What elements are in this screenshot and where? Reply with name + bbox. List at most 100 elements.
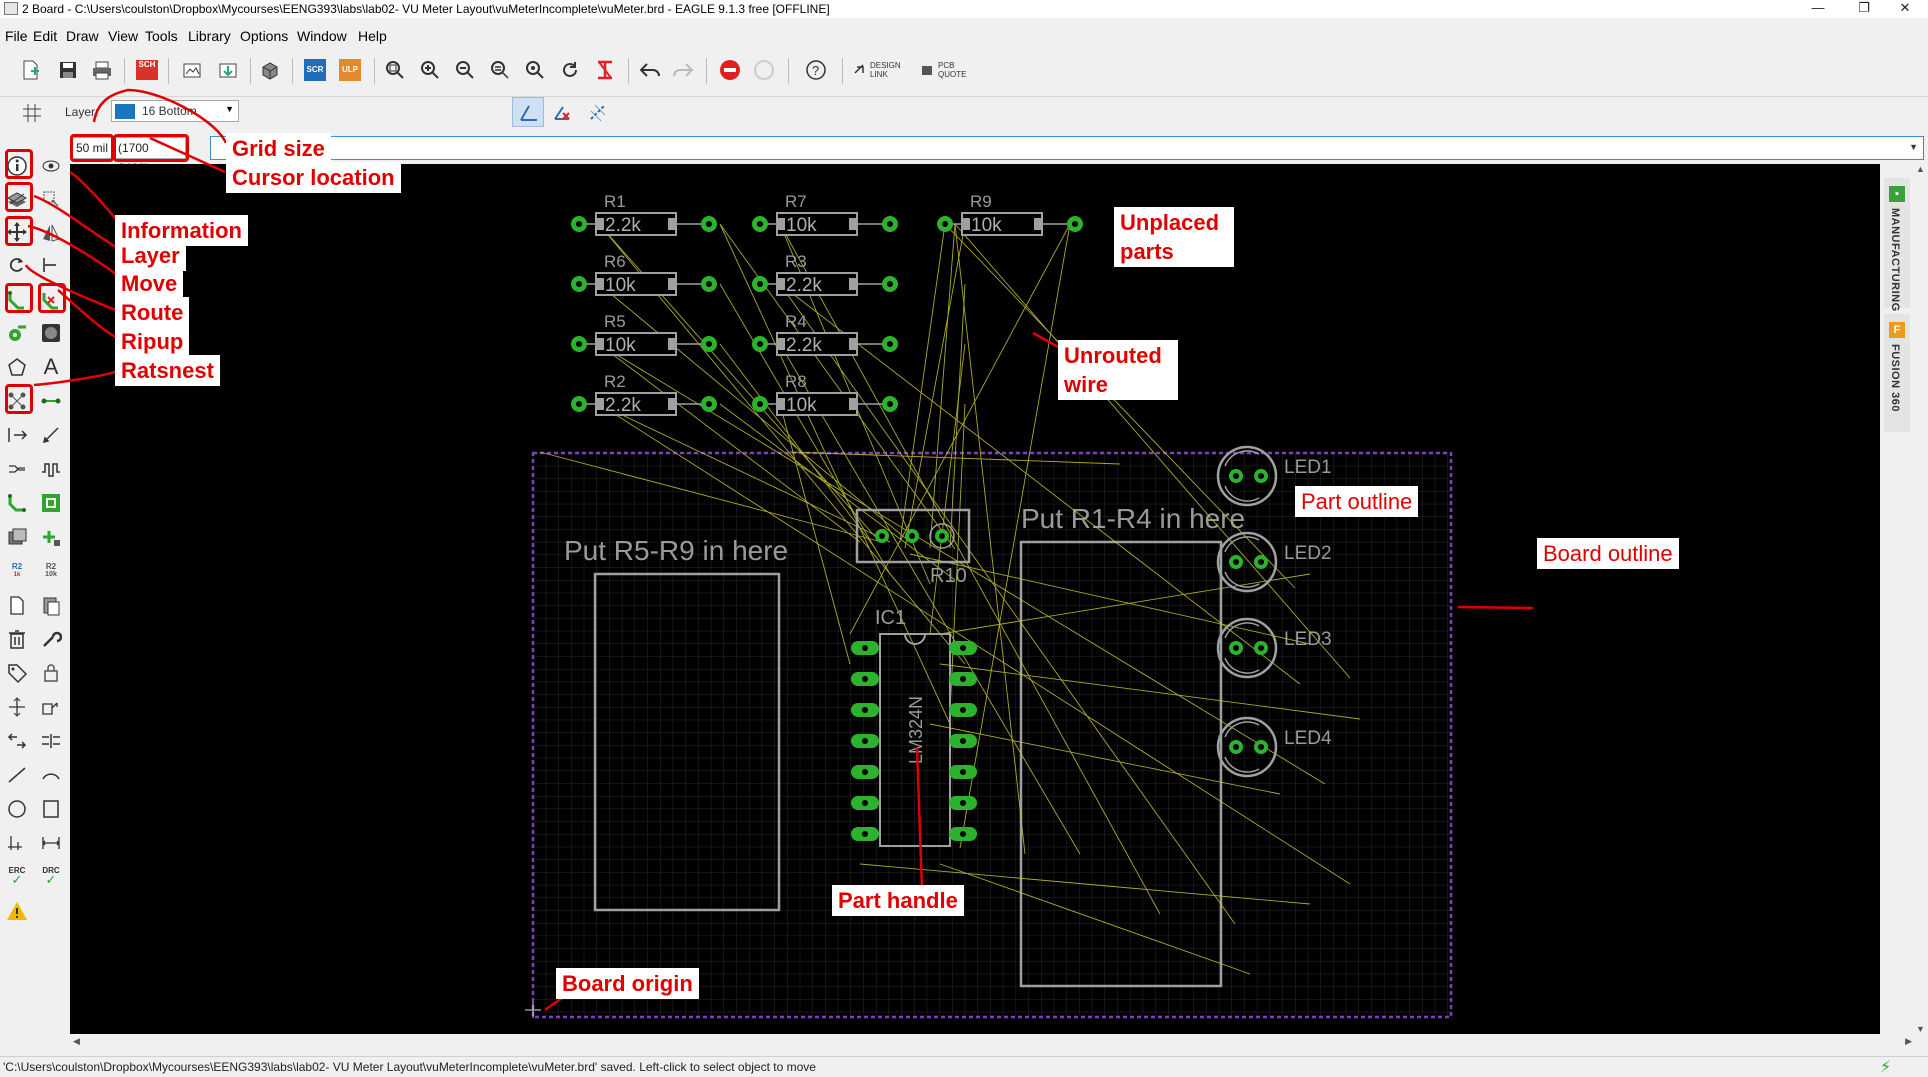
redo-icon[interactable] <box>669 56 697 84</box>
script-icon[interactable]: SCR <box>301 56 329 84</box>
route-mode-2-icon[interactable] <box>548 98 576 126</box>
menu-tools[interactable]: Tools <box>145 28 178 44</box>
attribute-icon[interactable] <box>3 659 31 687</box>
warning-icon[interactable] <box>3 897 31 925</box>
pcb-quote-button[interactable]: PCB QUOTE <box>920 56 980 84</box>
command-line-input[interactable]: ▼ <box>210 136 1924 160</box>
zoom-fit-icon[interactable] <box>381 56 409 84</box>
layer-settings-icon[interactable] <box>3 185 31 213</box>
via-route-icon[interactable] <box>3 319 31 347</box>
route-auto-icon[interactable] <box>3 489 31 517</box>
group-icon[interactable] <box>3 523 31 551</box>
menu-help[interactable]: Help <box>358 28 387 44</box>
cam-icon[interactable] <box>178 56 206 84</box>
menu-file[interactable]: File <box>5 28 28 44</box>
new-icon[interactable] <box>16 56 44 84</box>
split-wire-icon[interactable] <box>37 727 65 755</box>
menu-window[interactable]: Window <box>297 28 347 44</box>
vertical-scrollbar[interactable]: ▲ ▼ <box>1913 164 1928 1034</box>
add-part-icon[interactable] <box>37 523 65 551</box>
schematic-icon[interactable]: SCH <box>133 56 161 84</box>
zoom-previous-icon[interactable] <box>486 56 514 84</box>
resistor-r2[interactable]: R22.2k <box>571 372 717 416</box>
arc-icon[interactable] <box>37 761 65 789</box>
scroll-right-icon[interactable]: ▶ <box>1905 1036 1912 1046</box>
stop-icon[interactable] <box>716 56 744 84</box>
swap-icon[interactable] <box>3 727 31 755</box>
via-icon[interactable] <box>37 319 65 347</box>
info-icon[interactable] <box>3 152 31 180</box>
polygon-icon[interactable] <box>3 353 31 381</box>
route-icon[interactable] <box>3 286 31 314</box>
circle-icon[interactable] <box>3 795 31 823</box>
change-icon[interactable] <box>37 625 65 653</box>
split-icon[interactable] <box>3 693 31 721</box>
draw-line-icon[interactable] <box>37 421 65 449</box>
pot-r10[interactable]: R10 <box>855 508 971 587</box>
route-mode-toggle[interactable] <box>512 97 544 127</box>
fusion360-tab[interactable]: F FUSION 360 <box>1884 314 1910 432</box>
scroll-down-icon[interactable]: ▼ <box>1916 1024 1925 1034</box>
show-icon[interactable] <box>37 152 65 180</box>
delete-icon[interactable] <box>3 625 31 653</box>
scroll-up-icon[interactable]: ▲ <box>1916 164 1925 174</box>
resistor-r1[interactable]: R12.2k <box>571 192 717 236</box>
meander-icon[interactable] <box>37 455 65 483</box>
lock-icon[interactable] <box>37 659 65 687</box>
help-icon[interactable]: ? <box>802 56 830 84</box>
led-1[interactable]: LED1 <box>1216 445 1332 507</box>
resistor-r4[interactable]: R42.2k <box>752 312 898 356</box>
chevron-down-icon[interactable]: ▼ <box>1909 142 1918 152</box>
stop-ratsnest-icon[interactable] <box>591 56 619 84</box>
zoom-select-icon[interactable] <box>521 56 549 84</box>
menu-edit[interactable]: Edit <box>33 28 58 44</box>
signal-icon[interactable] <box>37 387 65 415</box>
minimize-button[interactable]: — <box>1811 0 1825 15</box>
drc-area-icon[interactable] <box>37 489 65 517</box>
route-mode-3-icon[interactable] <box>584 98 612 126</box>
save-icon[interactable] <box>54 56 82 84</box>
dimension-icon[interactable] <box>37 829 65 857</box>
design-link-button[interactable]: DESIGN LINK <box>852 56 912 84</box>
zoom-in-icon[interactable] <box>416 56 444 84</box>
horizontal-scrollbar[interactable]: ◀ ▶ <box>70 1034 1915 1052</box>
drc-button[interactable]: DRC✓ <box>42 866 60 887</box>
undo-icon[interactable] <box>636 56 664 84</box>
led-2[interactable]: LED2 <box>1216 531 1332 593</box>
manufacturing-tab[interactable]: ▪ MANUFACTURING <box>1884 178 1910 312</box>
erc-button[interactable]: ERC✓ <box>8 866 26 887</box>
menu-library[interactable]: Library <box>188 28 231 44</box>
line-icon[interactable] <box>3 761 31 789</box>
go-icon[interactable] <box>750 56 778 84</box>
redraw-icon[interactable] <box>556 56 584 84</box>
lightning-icon[interactable]: ⚡ <box>1880 1059 1892 1076</box>
fanout-icon[interactable] <box>3 455 31 483</box>
optimize-icon[interactable] <box>37 693 65 721</box>
scroll-left-icon[interactable]: ◀ <box>73 1036 80 1046</box>
close-button[interactable]: ✕ <box>1899 0 1911 15</box>
ulp-icon[interactable]: ULP <box>336 56 364 84</box>
zoom-out-icon[interactable] <box>451 56 479 84</box>
led-4[interactable]: LED4 <box>1216 716 1332 778</box>
menu-draw[interactable]: Draw <box>66 28 99 44</box>
rectangle-icon[interactable] <box>37 795 65 823</box>
mark-icon[interactable] <box>37 185 65 213</box>
3d-view-icon[interactable] <box>256 56 284 84</box>
mirror-icon[interactable] <box>37 218 65 246</box>
print-icon[interactable] <box>88 56 116 84</box>
resistor-r3[interactable]: R32.2k <box>752 252 898 296</box>
ic1[interactable]: IC1 LM324N <box>851 607 977 847</box>
rotate-icon[interactable] <box>3 251 31 279</box>
led-3[interactable]: LED3 <box>1216 617 1332 679</box>
menu-view[interactable]: View <box>108 28 139 44</box>
board-canvas[interactable]: Put R5-R9 in here Put R1-R4 in here R10 … <box>70 164 1915 1034</box>
grid-icon[interactable] <box>18 99 46 127</box>
copy-icon[interactable] <box>3 591 31 619</box>
move-icon[interactable] <box>3 218 31 246</box>
